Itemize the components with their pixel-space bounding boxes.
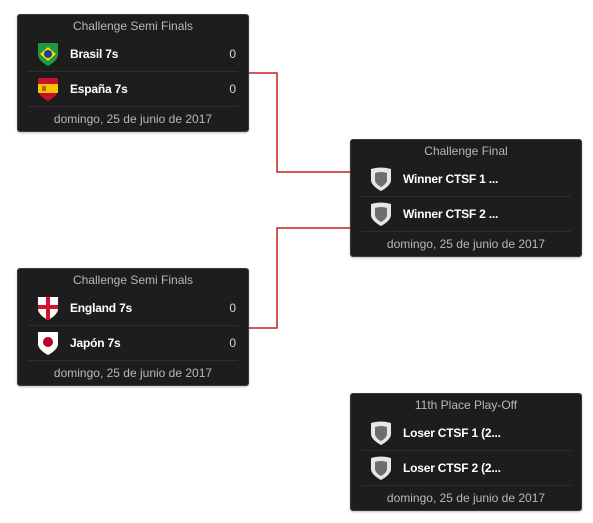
team-name: England 7s [70, 301, 133, 315]
match-card-challenge-final[interactable]: Challenge Final Winner CTSF 1 ... Winner… [350, 139, 582, 257]
placeholder-shield-icon [369, 455, 393, 481]
team-score: 0 [229, 47, 236, 61]
placeholder-shield-icon [369, 201, 393, 227]
brazil-flag-icon [36, 41, 60, 67]
team-name: Winner CTSF 2 ... [403, 207, 499, 221]
japan-flag-icon [36, 330, 60, 356]
placeholder-shield-icon [369, 420, 393, 446]
team-name: Winner CTSF 1 ... [403, 172, 499, 186]
team-row[interactable]: Brasil 7s 0 [28, 37, 238, 72]
team-name: Brasil 7s [70, 47, 119, 61]
team-row[interactable]: Winner CTSF 2 ... [361, 197, 571, 232]
match-title: Challenge Semi Finals [72, 273, 194, 287]
england-flag-icon [36, 295, 60, 321]
match-date: domingo, 25 de junio de 2017 [386, 491, 546, 505]
team-row[interactable]: Loser CTSF 1 (2... [361, 416, 571, 451]
connector-line-bottom [249, 227, 350, 329]
placeholder-shield-icon [369, 166, 393, 192]
match-date: domingo, 25 de junio de 2017 [53, 112, 213, 126]
team-row[interactable]: Japón 7s 0 [28, 326, 238, 361]
team-name: España 7s [70, 82, 128, 96]
match-title: 11th Place Play-Off [414, 398, 518, 412]
team-row[interactable]: Winner CTSF 1 ... [361, 162, 571, 197]
team-score: 0 [229, 336, 236, 350]
match-card-11th-place-playoff[interactable]: 11th Place Play-Off Loser CTSF 1 (2... L… [350, 393, 582, 511]
match-date: domingo, 25 de junio de 2017 [53, 366, 213, 380]
match-card-semi-final-2[interactable]: Challenge Semi Finals England 7s 0 Japón… [17, 268, 249, 386]
team-row[interactable]: España 7s 0 [28, 72, 238, 107]
match-card-semi-final-1[interactable]: Challenge Semi Finals Brasil 7s 0 España… [17, 14, 249, 132]
team-score: 0 [229, 82, 236, 96]
team-name: Loser CTSF 2 (2... [403, 461, 501, 475]
team-row[interactable]: England 7s 0 [28, 291, 238, 326]
team-name: Loser CTSF 1 (2... [403, 426, 501, 440]
team-score: 0 [229, 301, 236, 315]
connector-line-top [249, 72, 350, 173]
team-row[interactable]: Loser CTSF 2 (2... [361, 451, 571, 486]
match-date: domingo, 25 de junio de 2017 [386, 237, 546, 251]
match-title: Challenge Semi Finals [72, 19, 194, 33]
match-title: Challenge Final [424, 144, 508, 158]
team-name: Japón 7s [70, 336, 121, 350]
spain-flag-icon [36, 76, 60, 102]
